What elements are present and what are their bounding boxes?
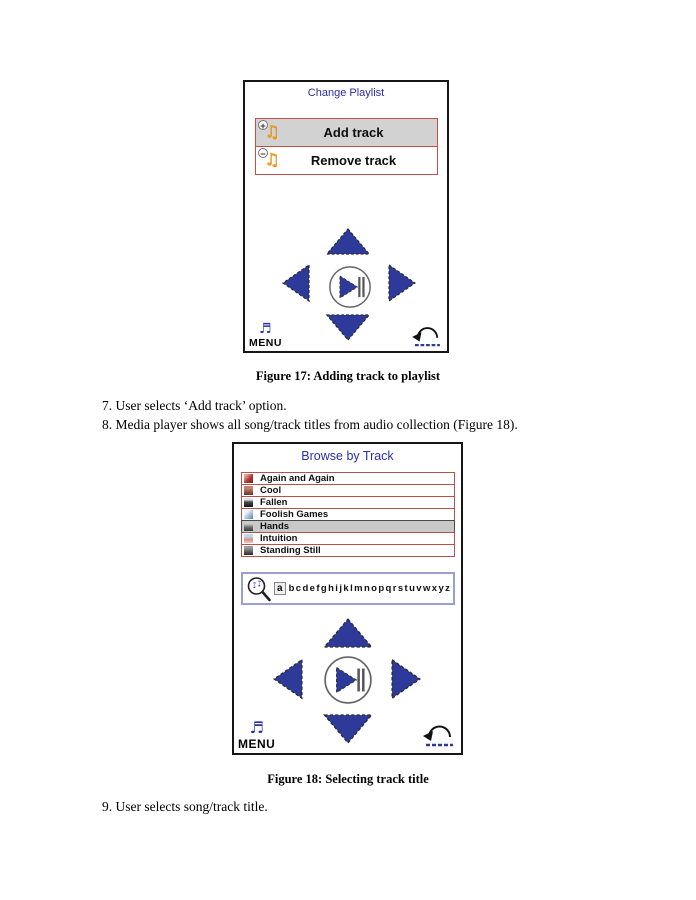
track-search-bar[interactable]: ♪♪ a bcdefghijklmnopqrstuvwxyz [241,572,455,605]
figure18-screen: Browse by Track Again and Again Cool Fal… [232,442,463,755]
left-arrow-button[interactable] [273,658,303,700]
album-art [244,510,253,519]
return-icon[interactable] [421,721,457,747]
left-arrow-button[interactable] [282,264,310,302]
track-row[interactable]: Foolish Games [241,508,455,521]
plus-icon: + [258,120,268,131]
figure17-screen: Change Playlist + ♫ Add track − ♫ Remove… [243,80,449,353]
down-arrow-button[interactable] [323,714,373,744]
menu-label: MENU [249,337,282,349]
option-label: Remove track [310,153,397,168]
remove-track-icon: − ♫ [256,147,282,174]
play-next-button[interactable] [328,265,372,309]
track-title: Standing Still [260,545,321,556]
track-title: Hands [260,521,290,532]
album-art [244,486,253,495]
minus-icon: − [258,148,268,159]
option-label: Add track [323,125,384,140]
right-arrow-button[interactable] [388,264,416,302]
play-next-button[interactable] [323,655,373,705]
menu-button[interactable]: ♬ MENU [238,718,276,752]
track-title: Cool [260,485,282,496]
selected-letter[interactable]: a [274,582,286,595]
add-track-icon: + ♫ [256,119,282,146]
music-note-icon: ♫ [264,122,280,142]
album-art [244,522,253,531]
music-note-icon: ♫ [264,150,280,170]
step-9: 9. User selects song/track title. [102,799,268,814]
album-art [244,534,253,543]
step-8: 8. Media player shows all song/track tit… [102,417,518,432]
alphabet-letters[interactable]: bcdefghijklmnopqrstuvwxyz [288,583,452,594]
playlist-options-list: + ♫ Add track − ♫ Remove track [255,118,438,175]
treble-clef-icon: ♬ [249,718,264,737]
album-art [244,546,253,555]
track-title: Intuition [260,533,298,544]
track-title: Fallen [260,497,288,508]
right-arrow-button[interactable] [391,658,421,700]
menu-label: MENU [238,737,276,751]
option-remove-track[interactable]: − ♫ Remove track [255,146,438,175]
option-add-track[interactable]: + ♫ Add track [255,118,438,147]
album-art [244,474,253,483]
menu-button[interactable]: ♬ MENU [249,322,282,349]
track-row[interactable]: Standing Still [241,544,455,557]
step-7: 7. User selects ‘Add track’ option. [102,398,287,413]
up-arrow-button[interactable] [323,618,373,648]
track-title: Again and Again [260,473,335,484]
track-title: Foolish Games [260,509,329,520]
return-icon[interactable] [411,323,443,347]
screen-title: Browse by Track [301,449,394,463]
screen-title: Change Playlist [307,87,385,99]
figure18-caption: Figure 18: Selecting track title [267,772,429,786]
treble-clef-icon: ♬ [259,321,272,337]
up-arrow-button[interactable] [325,228,371,255]
figure17-caption: Figure 17: Adding track to playlist [255,369,441,383]
track-list: Again and Again Cool Fallen Foolish Game… [241,472,455,557]
search-icon: ♪♪ [246,576,272,602]
album-art [244,498,253,507]
down-arrow-button[interactable] [325,314,371,341]
